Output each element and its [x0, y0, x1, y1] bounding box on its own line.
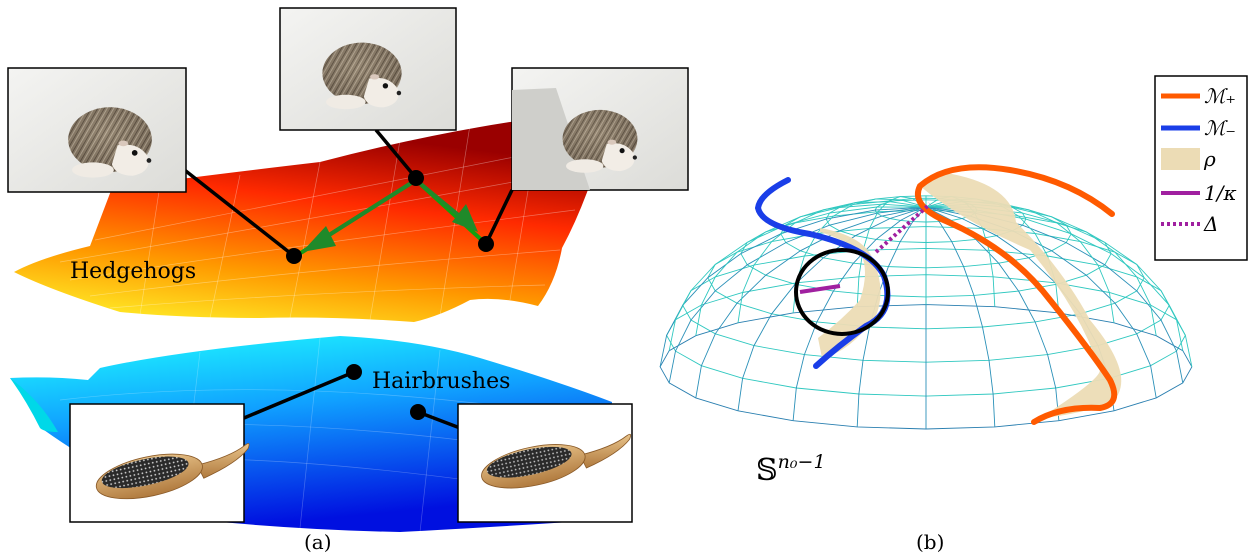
panel-b-caption: (b) — [916, 530, 945, 554]
sphere-longitude-line — [659, 206, 927, 367]
sphere-label-superscript: n₀−1 — [778, 451, 826, 473]
sphere-longitude-line — [668, 206, 927, 351]
hedgehog-image-right — [511, 67, 689, 191]
manifold-point — [410, 404, 426, 420]
sphere-label: 𝕊n₀−1 — [756, 451, 826, 488]
osculating-circle — [794, 248, 890, 336]
image-connectors — [180, 128, 514, 430]
sphere-longitude-line — [925, 206, 1184, 383]
hairbrush-image-left — [69, 403, 250, 523]
tangent-arrowhead-right — [452, 204, 478, 232]
curvature-radius — [799, 284, 841, 294]
sphere-longitude-line — [925, 206, 996, 427]
delta-distance — [874, 202, 932, 254]
sphere-longitude-line — [792, 198, 927, 313]
legend-label-rho: ρ — [1203, 147, 1216, 171]
manifold-point — [346, 364, 362, 380]
sphere-longitude-line — [925, 206, 1157, 398]
legend-label-inverse-kappa: 1/κ — [1204, 181, 1237, 205]
legend-swatch-rho — [1161, 148, 1200, 170]
hairbrush-image-right — [457, 403, 633, 523]
panel-a-caption: (a) — [304, 530, 332, 554]
manifold-point — [286, 248, 302, 264]
sphere-longitude-line — [737, 201, 927, 323]
legend-label-m-minus: ℳ₋ — [1204, 116, 1236, 140]
hedgehogs-label: Hedgehogs — [70, 259, 196, 284]
legend: ℳ₊ ℳ₋ ρ 1/κ Δ — [1154, 75, 1248, 261]
panel-b: 𝕊n₀−1 ℳ₊ ℳ₋ ρ 1/κ Δ — [659, 75, 1248, 488]
manifold-point — [478, 236, 494, 252]
m-plus-curve — [915, 164, 1118, 425]
sphere-longitude-line — [856, 196, 927, 307]
hedgehog-image-center — [279, 7, 457, 131]
sphere-longitude-line — [792, 206, 927, 421]
tangent-arrowhead-left — [302, 226, 336, 252]
hairbrushes-label: Hairbrushes — [372, 369, 510, 394]
manifold-point — [408, 170, 424, 186]
sphere-label-base: 𝕊 — [756, 453, 778, 488]
legend-label-m-plus: ℳ₊ — [1204, 84, 1236, 108]
panel-a: Hedgehogs Hairbrushes — [7, 7, 689, 533]
sphere-longitude-line — [695, 206, 927, 398]
legend-label-delta: Δ — [1203, 212, 1218, 236]
rho-band-plus — [920, 173, 1122, 418]
hedgehog-manifold — [14, 117, 608, 322]
sphere-longitude-line — [695, 203, 927, 336]
hedgehog-image-left — [7, 67, 187, 193]
sphere-longitude-line — [668, 206, 927, 383]
